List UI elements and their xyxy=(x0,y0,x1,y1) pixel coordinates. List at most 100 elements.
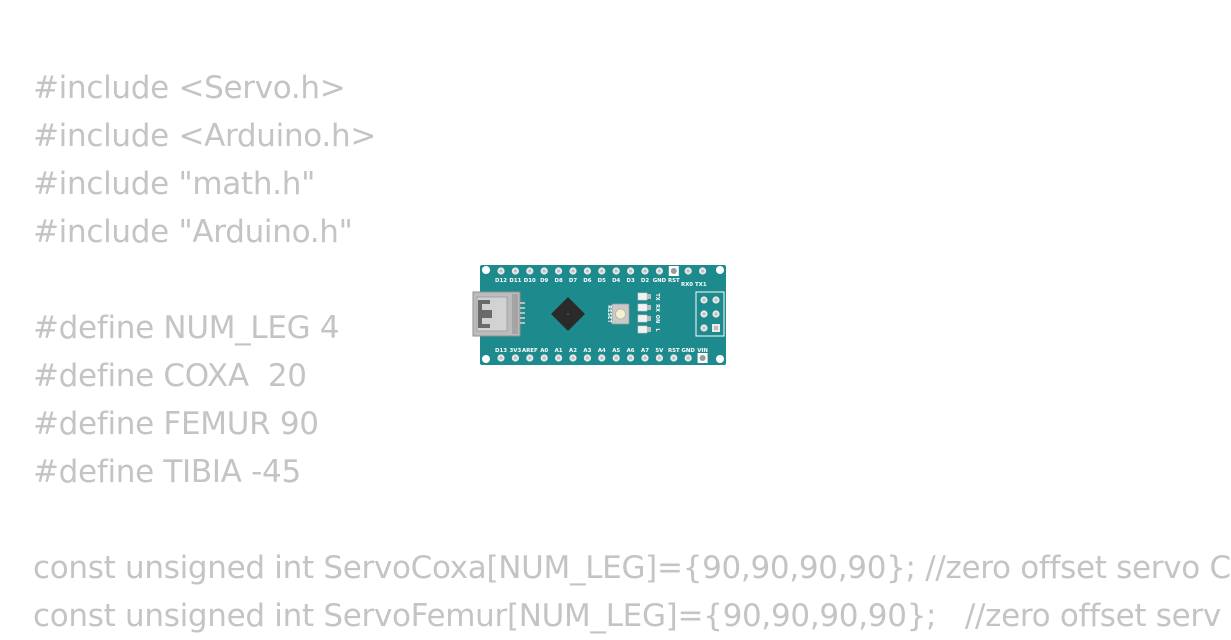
code-view: #include <Servo.h> #include <Arduino.h> #i… xyxy=(33,64,1231,634)
pin-label: 3V3 xyxy=(510,348,522,354)
header-pin[interactable] xyxy=(668,266,679,276)
pin-label: D7 xyxy=(569,278,577,284)
header-pin[interactable] xyxy=(697,353,708,363)
icsp-pin[interactable] xyxy=(712,296,720,304)
reset-button[interactable] xyxy=(611,303,630,325)
pin-label: A1 xyxy=(555,348,563,354)
header-pin[interactable] xyxy=(627,267,635,275)
header-pin[interactable] xyxy=(555,267,563,275)
pin-label: D8 xyxy=(554,278,562,284)
rx0-label: RX0 xyxy=(681,282,693,288)
icsp-header xyxy=(695,291,725,337)
code-line: const unsigned int ServoFemur[NUM_LEG]={… xyxy=(33,598,1221,634)
pin-label: A7 xyxy=(641,348,649,354)
icsp-pin[interactable] xyxy=(700,310,708,318)
icsp-pins xyxy=(700,296,720,332)
led xyxy=(637,314,651,323)
code-line: #define COXA 20 xyxy=(33,358,307,394)
header-pin[interactable] xyxy=(583,267,591,275)
header-pin[interactable] xyxy=(540,267,548,275)
led xyxy=(637,303,651,312)
tx1-label: TX1 xyxy=(695,282,707,288)
reset-label: RESET xyxy=(606,305,612,323)
header-pin[interactable] xyxy=(540,354,548,362)
header-pin[interactable] xyxy=(569,267,577,275)
pin-label: AREF xyxy=(522,348,538,354)
header-pin[interactable] xyxy=(511,267,519,275)
pin-label: 5V xyxy=(655,348,664,354)
pin-label: D5 xyxy=(598,278,606,284)
code-line: #include <Servo.h> xyxy=(33,70,346,106)
header-pin[interactable] xyxy=(612,267,620,275)
pin-label: D6 xyxy=(583,278,591,284)
code-line: #include "Arduino.h" xyxy=(33,214,353,250)
pin-label: D13 xyxy=(495,348,507,354)
header-pin[interactable] xyxy=(641,267,649,275)
header-pin[interactable] xyxy=(526,354,534,362)
pin-label: A4 xyxy=(598,348,606,354)
status-leds: TX RX ON L xyxy=(637,292,660,334)
pin-label: D3 xyxy=(626,278,634,284)
top-pin-row xyxy=(497,266,707,276)
header-pin[interactable] xyxy=(699,267,707,275)
icsp-pin[interactable] xyxy=(700,324,708,332)
header-pin[interactable] xyxy=(627,354,635,362)
header-pin[interactable] xyxy=(569,354,577,362)
usb-connector xyxy=(472,291,525,337)
header-pin[interactable] xyxy=(598,267,606,275)
pin-label: A0 xyxy=(540,348,548,354)
header-pin[interactable] xyxy=(511,354,519,362)
header-pin[interactable] xyxy=(684,354,692,362)
code-line: #include "math.h" xyxy=(33,166,316,202)
pin-label: A6 xyxy=(627,348,635,354)
pin-label: D9 xyxy=(540,278,548,284)
header-pin[interactable] xyxy=(684,267,692,275)
board-pcb xyxy=(480,265,726,365)
mount-hole xyxy=(482,266,490,274)
code-line: #define TIBIA -45 xyxy=(33,454,301,490)
pin-label: A5 xyxy=(612,348,620,354)
header-pin[interactable] xyxy=(598,354,606,362)
pin-label: A2 xyxy=(569,348,577,354)
code-line: #include <Arduino.h> xyxy=(33,118,377,154)
code-line: const unsigned int ServoCoxa[NUM_LEG]={9… xyxy=(33,550,1231,586)
led xyxy=(637,292,651,301)
led xyxy=(637,325,651,334)
led-label: RX xyxy=(654,304,660,312)
pin-label: GND xyxy=(653,278,667,284)
code-blank-line xyxy=(33,496,1170,544)
pin-label: RST xyxy=(668,278,680,284)
icsp-pin[interactable] xyxy=(712,310,720,318)
pin-label: D12 xyxy=(495,278,507,284)
pin-label: GND xyxy=(681,348,695,354)
pin-label: VIN xyxy=(697,348,708,354)
header-pin[interactable] xyxy=(526,267,534,275)
header-pin[interactable] xyxy=(497,267,505,275)
pin-label: A3 xyxy=(583,348,591,354)
header-pin[interactable] xyxy=(655,267,663,275)
led-label: TX xyxy=(654,293,660,300)
header-pin[interactable] xyxy=(555,354,563,362)
header-pin[interactable] xyxy=(641,354,649,362)
header-pin[interactable] xyxy=(612,354,620,362)
icsp-pin[interactable] xyxy=(700,296,708,304)
mount-hole xyxy=(482,355,490,363)
code-line: #define NUM_LEG 4 xyxy=(33,310,340,346)
mount-hole xyxy=(716,266,724,274)
header-pin[interactable] xyxy=(655,354,663,362)
header-pin[interactable] xyxy=(670,354,678,362)
mount-hole xyxy=(716,355,724,363)
led-label: ON xyxy=(654,315,660,323)
icsp-pin[interactable] xyxy=(712,324,720,332)
pin-label: D11 xyxy=(509,278,521,284)
header-pin[interactable] xyxy=(497,354,505,362)
bottom-pin-row xyxy=(497,353,708,363)
header-pin[interactable] xyxy=(583,354,591,362)
code-line: #define FEMUR 90 xyxy=(33,406,319,442)
pin-label: RST xyxy=(668,348,680,354)
pin-label: D2 xyxy=(641,278,649,284)
pin-label: D10 xyxy=(524,278,536,284)
led-label: L xyxy=(654,328,660,332)
